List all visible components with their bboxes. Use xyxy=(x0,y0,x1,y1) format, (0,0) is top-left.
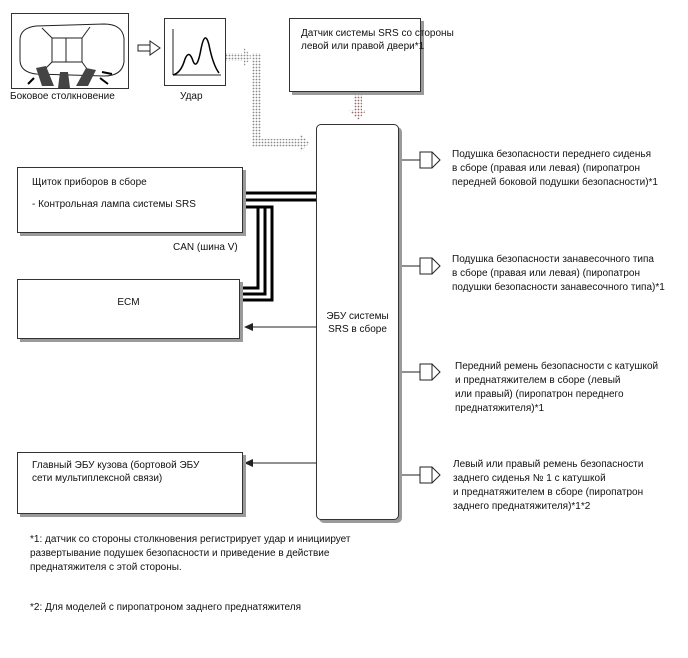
squib-connector-4 xyxy=(399,466,441,484)
output-text: в сборе (правая или левая) (пиропатрон xyxy=(452,268,641,279)
output-text: Подушка безопасности занавесочного типа xyxy=(452,254,654,265)
impact-waveform-icon xyxy=(172,29,221,76)
note1-line2: развертывание подушек безопасности и при… xyxy=(30,548,330,559)
instrument-panel-title: Щиток приборов в сборе xyxy=(32,177,147,188)
ecm-label: ECM xyxy=(117,297,140,308)
srs-ecu-line1: ЭБУ системы xyxy=(326,311,389,322)
car-top-view-icon xyxy=(19,23,125,88)
note1-line1: *1: датчик со стороны столкновения регис… xyxy=(30,534,351,545)
note1-line3: преднатяжителя с этой стороны. xyxy=(30,562,182,573)
output-text: подушки безопасности занавесочного типа)… xyxy=(452,282,665,293)
body-ecu-line2: сети мультиплексной связи) xyxy=(32,473,163,484)
impact-label: Удар xyxy=(180,91,203,102)
door-sensor-line2: левой или правой двери*1 xyxy=(301,41,425,52)
output-text: передней боковой подушки безопасности)*1 xyxy=(452,177,658,188)
output-text: в сборе (правая или левая) (пиропатрон xyxy=(452,163,641,174)
squib-connector-1 xyxy=(399,151,441,169)
output-text: Передний ремень безопасности с катушкой xyxy=(455,361,659,372)
output-text: заднего преднатяжителя)*1*2 xyxy=(453,501,591,512)
output-text: Подушка безопасности переднего сиденья xyxy=(452,149,652,160)
can-bus-label: CAN (шина V) xyxy=(173,242,238,253)
impact-graph xyxy=(164,18,226,86)
door-sensor-box xyxy=(289,18,421,92)
can-bus-lines xyxy=(240,191,316,302)
collision-label: Боковое столкновение xyxy=(10,91,115,102)
output-text: Левый или правый ремень безопасности xyxy=(453,459,644,470)
note2: *2: Для моделей с пиропатроном заднего п… xyxy=(30,602,302,613)
output-text: и преднатяжителем в сборе (пиропатрон xyxy=(453,487,644,498)
output-text: или правый) (пиропатрон переднего xyxy=(455,389,624,400)
srs-warning-lamp-label: - Контрольная лампа системы SRS xyxy=(32,199,196,210)
door-sensor-line1: Датчик системы SRS со стороны xyxy=(301,28,454,39)
output-text: заднего сиденья № 1 с катушкой xyxy=(453,473,606,484)
flow-arrow-collision-to-impact xyxy=(137,40,161,56)
sensor-signal-arrow xyxy=(349,93,367,120)
impact-signal-arrow xyxy=(226,48,310,152)
squib-connector-2 xyxy=(399,257,441,275)
output-text: и преднатяжителем в сборе (левый xyxy=(455,375,621,386)
srs-ecu-line2: SRS в сборе xyxy=(328,324,387,335)
side-collision-illustration xyxy=(11,13,129,89)
srs-to-ecm-arrow xyxy=(244,323,316,331)
srs-ecu-box xyxy=(316,124,399,520)
instrument-panel-box xyxy=(17,167,243,233)
srs-to-body-ecu-arrow xyxy=(244,459,316,467)
body-ecu-line1: Главный ЭБУ кузова (бортовой ЭБУ xyxy=(32,460,200,471)
ecm-box xyxy=(17,279,240,339)
squib-connector-3 xyxy=(399,363,441,381)
output-text: преднатяжителя)*1 xyxy=(455,403,545,414)
body-ecu-box xyxy=(17,452,243,514)
